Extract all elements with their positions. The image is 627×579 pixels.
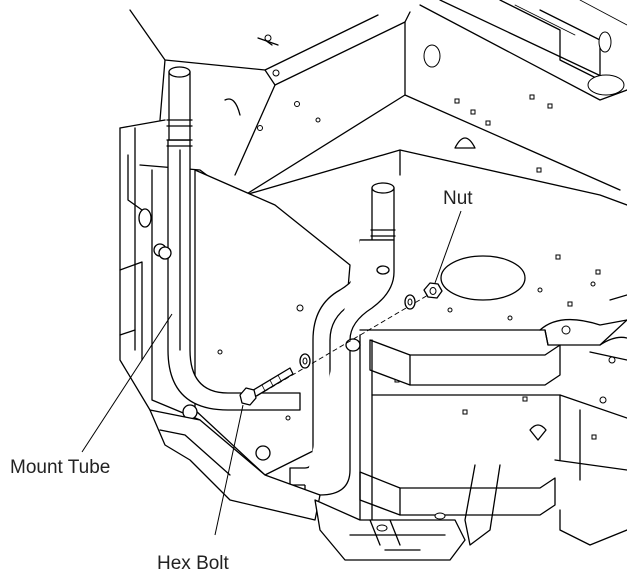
- right-side-trim: [539, 294, 627, 361]
- mount-bracket: [359, 334, 627, 521]
- nut-label: Nut: [443, 188, 473, 209]
- hex-nut: [423, 282, 443, 299]
- upper-frame: [129, 0, 627, 196]
- hex-bolt: [239, 367, 294, 406]
- deck-square-holes: [394, 94, 601, 539]
- mount-tube-leader: [81, 313, 173, 453]
- lower-skid: [149, 409, 627, 561]
- hex-bolt-label: Hex Bolt: [157, 553, 230, 574]
- callout-leaders: [81, 210, 462, 536]
- hex-bolt-leader: [214, 404, 244, 536]
- mount-tube-right: [289, 182, 396, 496]
- hardware-stack: [239, 282, 443, 406]
- washer-inner: [299, 353, 311, 369]
- mount-tube-label: Mount Tube: [10, 457, 110, 478]
- washer-outer: [404, 294, 416, 310]
- nut-leader: [434, 210, 462, 284]
- main-deck: [244, 149, 627, 346]
